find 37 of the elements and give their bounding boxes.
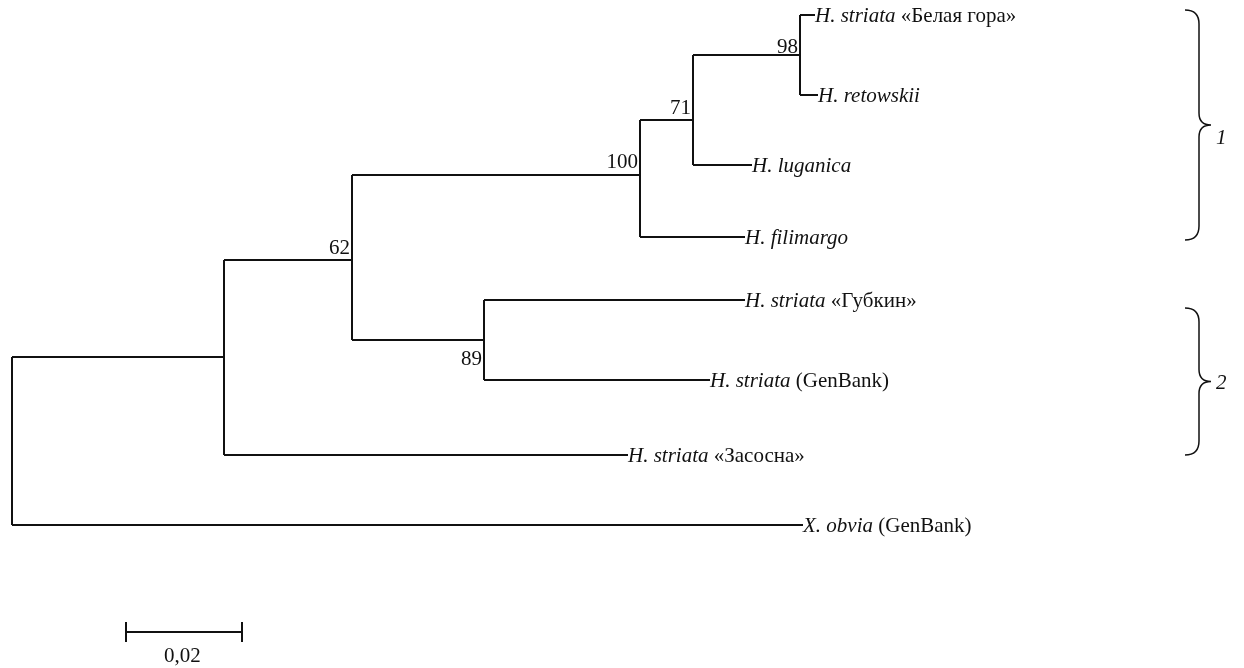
bootstrap-value: 89 (461, 347, 482, 369)
branch-line (799, 94, 819, 96)
bootstrap-value: 98 (777, 35, 798, 57)
branch-node-line (483, 300, 485, 380)
branch-node-line (639, 120, 641, 237)
branch-line (351, 174, 641, 176)
branch-node-line (799, 15, 801, 95)
scale-label: 0,02 (164, 643, 201, 667)
bootstrap-value: 71 (670, 96, 691, 118)
taxon-label: H. striata «Засосна» (628, 443, 805, 467)
taxon-label: H. retowskii (818, 83, 920, 107)
bootstrap-value: 62 (329, 236, 350, 258)
taxon-label: H. filimargo (745, 225, 849, 249)
branch-node-line (692, 55, 694, 165)
taxon-label: X. obvia (GenBank) (803, 513, 972, 537)
branch-line (799, 14, 816, 16)
branch-line (639, 119, 694, 121)
taxon-label: H. striata «Белая гора» (815, 3, 1017, 27)
branch-line (692, 164, 753, 166)
branch-line (11, 356, 225, 358)
branch-line (483, 379, 711, 381)
clade-number: 1 (1216, 125, 1227, 149)
taxon-label: H. luganica (752, 153, 852, 177)
taxon-label: H. striata (GenBank) (710, 368, 890, 392)
taxon-label: H. striata «Губкин» (745, 288, 917, 312)
branch-node-line (351, 175, 353, 340)
clade-number: 2 (1216, 370, 1227, 394)
branch-line (223, 259, 353, 261)
branch-line (223, 454, 629, 456)
branch-line (639, 236, 746, 238)
branch-line (351, 339, 485, 341)
branch-node-line (223, 260, 225, 455)
bootstrap-value: 100 (606, 150, 638, 172)
branch-node-line (11, 357, 13, 525)
branch-line (11, 524, 804, 526)
branch-line (692, 54, 801, 56)
branch-line (483, 299, 746, 301)
